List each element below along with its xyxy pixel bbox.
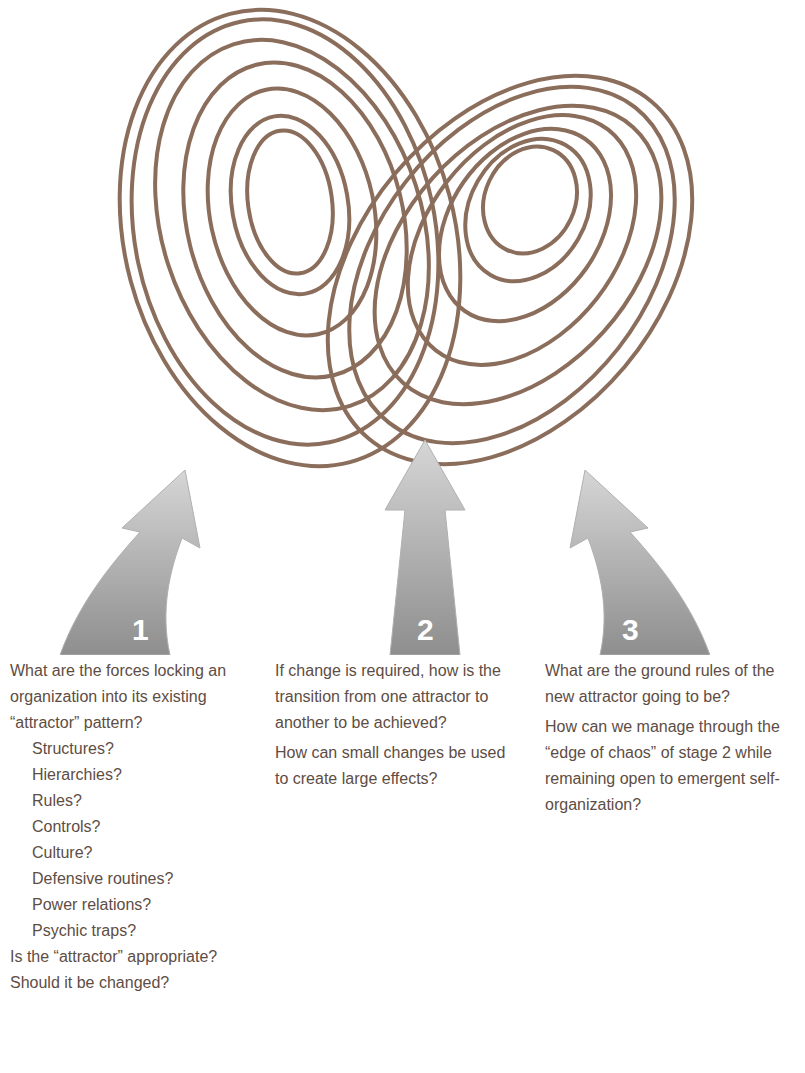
list-item: Hierarchies? xyxy=(10,762,245,788)
question-column: What are the forces locking an organizat… xyxy=(10,658,245,996)
question-text: How can we manage through the “edge of c… xyxy=(545,714,790,818)
question-column: What are the ground rules of the new att… xyxy=(545,658,790,818)
stage-arrow: 3 xyxy=(560,470,710,655)
question-text: How can small changes be used to create … xyxy=(275,740,510,792)
list-item: Psychic traps? xyxy=(10,918,245,944)
callout-number: 2 xyxy=(417,615,434,645)
list-item: Controls? xyxy=(10,814,245,840)
callout-number: 3 xyxy=(622,615,639,645)
list-item: Culture? xyxy=(10,840,245,866)
question-text: What are the ground rules of the new att… xyxy=(545,658,790,710)
attractor-illustration xyxy=(0,0,805,480)
question-text: Is the “attractor” appropriate? Should i… xyxy=(10,944,245,996)
callout-number: 1 xyxy=(132,615,149,645)
stage-arrow: 1 xyxy=(60,470,210,655)
stage-arrow: 2 xyxy=(375,440,475,655)
list-item: Power relations? xyxy=(10,892,245,918)
list-item: Structures? xyxy=(10,736,245,762)
list-item: Rules? xyxy=(10,788,245,814)
list-item: Defensive routines? xyxy=(10,866,245,892)
question-column: If change is required, how is the transi… xyxy=(275,658,510,792)
question-text: What are the forces locking an organizat… xyxy=(10,658,245,736)
question-text: If change is required, how is the transi… xyxy=(275,658,510,736)
